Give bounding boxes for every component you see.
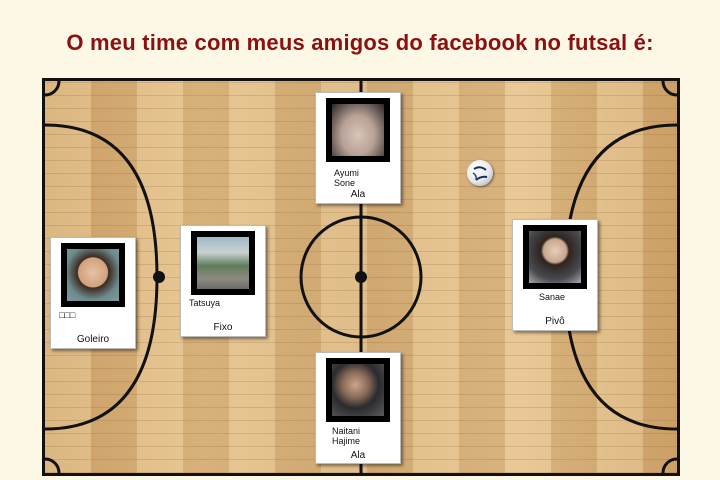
player-card-pivo[interactable]: Sanae Pivô [512,219,598,331]
page-title: O meu time com meus amigos do facebook n… [66,30,654,55]
player-name: Sanae [539,292,566,302]
player-card-ala-bottom[interactable]: Naitani Hajime Ala [315,352,401,464]
player-position: Fixo [213,322,233,333]
player-photo[interactable] [523,225,587,289]
player-position: Pivô [545,316,565,327]
left-penalty-spot [153,271,165,283]
player-photo[interactable] [326,98,390,162]
player-position: Ala [350,450,366,461]
player-name: Ayumi Sone [334,168,359,188]
player-card-ala-top[interactable]: Ayumi Sone Ala [315,92,401,204]
player-position: Ala [350,189,366,200]
player-position: Goleiro [76,334,110,345]
center-spot [355,271,367,283]
soccer-ball-icon [467,160,493,186]
player-name: Naitani Hajime [332,426,361,446]
player-card-goleiro[interactable]: □□□ Goleiro [50,237,136,349]
player-photo[interactable] [61,243,125,307]
player-photo[interactable] [191,231,255,295]
player-name: Tatsuya [189,298,221,308]
player-card-fixo[interactable]: Tatsuya Fixo [180,225,266,337]
player-name: □□□ [59,310,76,320]
player-photo[interactable] [326,358,390,422]
